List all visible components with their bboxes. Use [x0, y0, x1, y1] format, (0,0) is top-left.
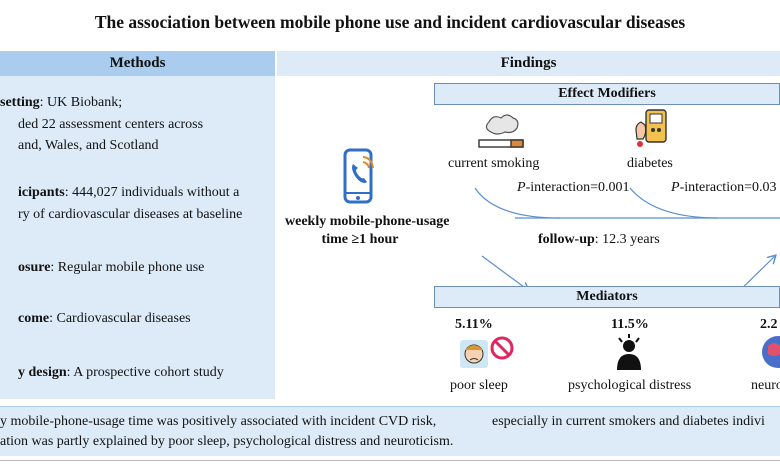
- neuro-label: neuro: [751, 378, 780, 393]
- conclusion-panel: y mobile-phone-usage time was positively…: [0, 406, 780, 456]
- exposure-text: : Regular mobile phone use: [50, 260, 205, 275]
- design-text: : A prospective cohort study: [66, 365, 224, 380]
- sleep-label: poor sleep: [450, 378, 508, 393]
- exposure-line1: weekly mobile-phone-usage: [285, 214, 450, 229]
- setting-line3: and, Wales, and Scotland: [18, 138, 159, 153]
- phone-icon: [343, 148, 374, 204]
- method-setting: setting: UK Biobank;: [0, 92, 275, 113]
- setting-line1: : UK Biobank;: [39, 95, 123, 110]
- method-design: y design: A prospective cohort study: [18, 362, 275, 383]
- methods-header: Methods: [0, 51, 275, 76]
- outcome-text: : Cardiovascular diseases: [49, 311, 191, 326]
- smoking-curve: [474, 187, 561, 219]
- down-arrow: [481, 255, 528, 290]
- p-interaction-diabetes: P-interaction=0.03: [671, 180, 777, 195]
- design-label: y design: [18, 365, 67, 380]
- distress-percent: 11.5%: [611, 317, 649, 332]
- smoking-label: current smoking: [448, 156, 540, 171]
- neuro-percent: 2.2: [760, 317, 778, 332]
- participants-label: icipants: [18, 185, 65, 200]
- effect-modifiers-header: Effect Modifiers: [434, 83, 780, 105]
- setting-line2: ded 22 assessment centers across: [18, 117, 204, 132]
- diabetes-curve: [629, 187, 719, 219]
- setting-label: setting: [0, 95, 40, 110]
- mediators-header: Mediators: [434, 286, 780, 308]
- conclusion-line1a: y mobile-phone-usage time was positively…: [0, 414, 437, 429]
- sleep-percent: 5.11%: [455, 317, 493, 332]
- findings-header: Findings: [277, 51, 780, 76]
- diabetes-label: diabetes: [627, 156, 673, 171]
- outcome-label: come: [18, 311, 50, 326]
- method-outcome: come: Cardiovascular diseases: [18, 308, 275, 329]
- conclusion-line1b: especially in current smokers and diabet…: [492, 414, 765, 429]
- bottom-divider: [0, 460, 780, 461]
- methods-panel: setting: UK Biobank; ded 22 assessment c…: [0, 76, 275, 399]
- participants-line1: : 444,027 individuals without a: [64, 185, 240, 200]
- page-title: The association between mobile phone use…: [94, 12, 686, 32]
- participants-line2: ry of cardiovascular diseases at baselin…: [18, 207, 243, 222]
- distress-person-icon: [617, 334, 641, 370]
- p-interaction-smoking: P-interaction=0.001: [517, 180, 630, 195]
- method-participants: icipants: 444,027 individuals without a: [18, 182, 275, 203]
- method-exposure: osure: Regular mobile phone use: [18, 257, 275, 278]
- exposure-label: osure: [18, 260, 51, 275]
- child-no-icon: [460, 336, 514, 368]
- distress-label: psychological distress: [568, 378, 692, 393]
- exposure-line2: time ≥1 hour: [321, 232, 399, 247]
- follow-up: follow-up: 12.3 years: [538, 232, 660, 247]
- glucose-meter-icon: [635, 109, 667, 147]
- conclusion-line2: ation was partly explained by poor sleep…: [0, 434, 454, 449]
- brain-head-icon: [762, 336, 780, 368]
- cigarette-icon: [478, 114, 524, 148]
